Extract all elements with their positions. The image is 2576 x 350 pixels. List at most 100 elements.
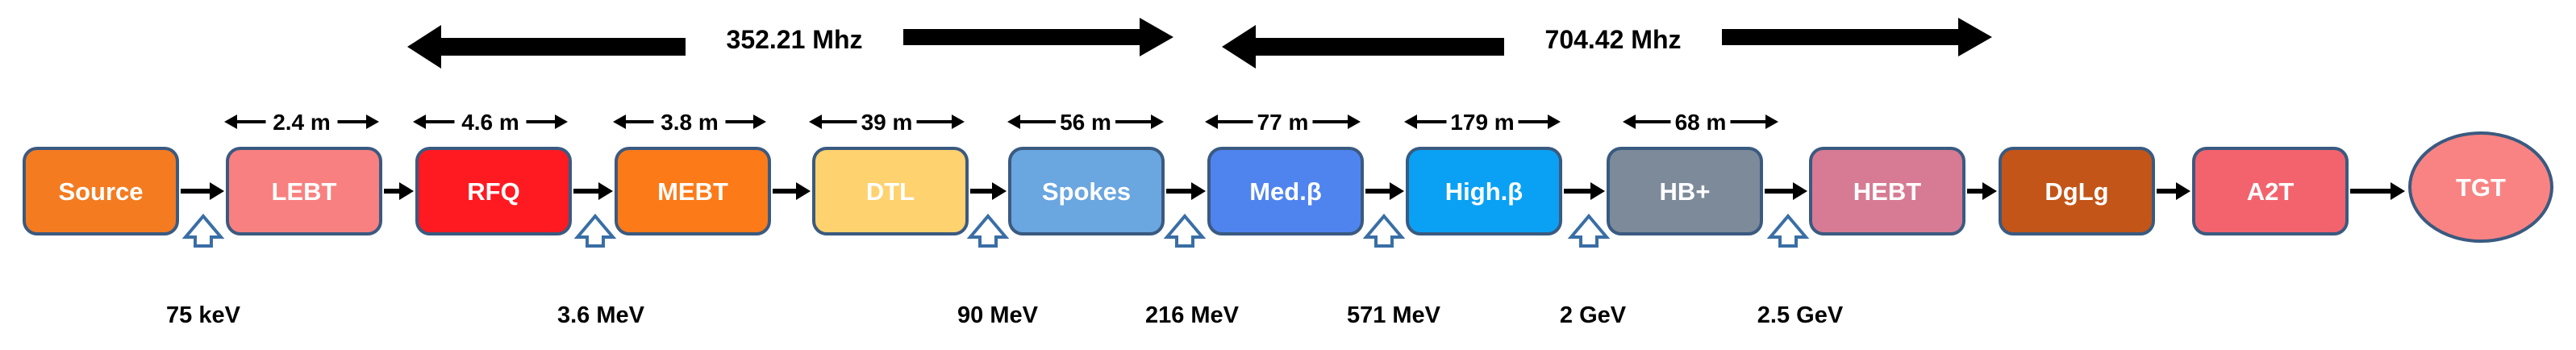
energy-label: 571 MeV — [1347, 302, 1441, 328]
block-shape — [1607, 147, 1763, 235]
length-label: 3.8 m — [661, 110, 719, 135]
connector-arrowhead — [1590, 182, 1605, 200]
block-shape — [1406, 147, 1562, 235]
block-label: Med.β — [1249, 177, 1322, 206]
connector-arrowhead — [1390, 182, 1404, 200]
frequency-label: 352.21 Mhz — [727, 25, 863, 54]
energy-label: 90 MeV — [957, 302, 1039, 328]
length-label: 56 m — [1060, 110, 1111, 135]
length-arrowhead-left — [413, 115, 426, 129]
energy-pointer-arrow — [966, 213, 1010, 248]
connector-arrowhead — [1793, 182, 1807, 200]
block-hebt: HEBT — [1809, 147, 1965, 235]
connector-arrowhead — [796, 182, 811, 200]
block-shape — [23, 147, 179, 235]
connector-arrowhead — [1191, 182, 1206, 200]
length-arrowhead-left — [1623, 115, 1636, 129]
block-high: High.β — [1406, 147, 1562, 235]
frequency-band-2: 704.42 Mhz — [1222, 18, 1992, 69]
frequency-arrow-right — [903, 18, 1173, 56]
block-rfq: RFQ — [415, 147, 572, 235]
length-3-8-m: 3.8 m — [613, 110, 766, 135]
length-arrowhead-left — [613, 115, 626, 129]
length-arrowhead-left — [1205, 115, 1218, 129]
block-shape — [1999, 147, 2155, 235]
length-label: 68 m — [1675, 110, 1727, 135]
energy-marker-75-kev: 75 keV — [166, 213, 241, 328]
connector-arrowhead — [992, 182, 1007, 200]
block-spokes: Spokes — [1008, 147, 1165, 235]
block-shape — [1008, 147, 1165, 235]
length-arrowhead-right — [753, 115, 766, 129]
energy-marker-216-mev: 216 MeV — [1145, 213, 1240, 328]
block-label: MEBT — [657, 177, 728, 206]
energy-marker-90-mev: 90 MeV — [957, 213, 1039, 328]
length-77-m: 77 m — [1205, 110, 1361, 135]
block-lebt: LEBT — [226, 147, 382, 235]
length-arrowhead-right — [366, 115, 379, 129]
block-shape — [1809, 147, 1965, 235]
frequency-band-1: 352.21 Mhz — [407, 18, 1173, 69]
energy-label: 75 keV — [166, 302, 241, 328]
frequency-arrow-left — [407, 25, 686, 69]
block-source: Source — [23, 147, 179, 235]
length-179-m: 179 m — [1404, 110, 1561, 135]
length-arrowhead-right — [1548, 115, 1561, 129]
length-label: 179 m — [1450, 110, 1514, 135]
energy-marker-2-5-gev: 2.5 GeV — [1757, 213, 1844, 328]
length-label: 77 m — [1257, 110, 1309, 135]
block-shape — [2408, 131, 2553, 243]
length-4-6-m: 4.6 m — [413, 110, 568, 135]
length-arrowhead-right — [1151, 115, 1164, 129]
energy-label: 3.6 MeV — [557, 302, 645, 328]
block-label: High.β — [1445, 177, 1523, 206]
connector-arrowhead — [2391, 182, 2405, 200]
block-label: DgLg — [2045, 177, 2108, 206]
length-56-m: 56 m — [1007, 110, 1164, 135]
frequency-arrow-left — [1222, 25, 1504, 69]
block-label: DTL — [866, 177, 915, 206]
energy-pointer-arrow — [573, 213, 617, 248]
length-label: 4.6 m — [461, 110, 519, 135]
energy-marker-3-6-mev: 3.6 MeV — [557, 213, 645, 328]
block-dtl: DTL — [812, 147, 969, 235]
energy-label: 2.5 GeV — [1757, 302, 1844, 328]
energy-pointer-arrow — [1766, 213, 1810, 248]
block-label: RFQ — [467, 177, 519, 206]
block-tgt: TGT — [2408, 131, 2553, 243]
block-label: HEBT — [1853, 177, 1921, 206]
length-arrowhead-right — [952, 115, 965, 129]
length-arrowhead-left — [1007, 115, 1020, 129]
block-label: LEBT — [272, 177, 337, 206]
block-med: Med.β — [1207, 147, 1364, 235]
length-68-m: 68 m — [1623, 110, 1778, 135]
block-shape — [812, 147, 969, 235]
block-shape — [226, 147, 382, 235]
length-label: 39 m — [861, 110, 913, 135]
energy-label: 2 GeV — [1560, 302, 1627, 328]
frequency-arrow-right — [1722, 18, 1992, 56]
length-arrowhead-right — [1765, 115, 1778, 129]
connector-arrowhead — [210, 182, 224, 200]
energy-label: 216 MeV — [1145, 302, 1240, 328]
connector-arrowhead — [2176, 182, 2190, 200]
connector-arrowhead — [598, 182, 613, 200]
block-shape — [415, 147, 572, 235]
energy-pointer-arrow — [181, 213, 225, 248]
block-hb: HB+ — [1607, 147, 1763, 235]
block-dglg: DgLg — [1999, 147, 2155, 235]
energy-pointer-arrow — [1567, 213, 1611, 248]
block-label: Source — [58, 177, 143, 206]
frequency-label: 704.42 Mhz — [1545, 25, 1682, 54]
length-arrowhead-left — [809, 115, 822, 129]
block-label: HB+ — [1660, 177, 1711, 206]
block-mebt: MEBT — [615, 147, 771, 235]
length-label: 2.4 m — [273, 110, 331, 135]
length-arrowhead-left — [224, 115, 237, 129]
length-arrowhead-right — [555, 115, 568, 129]
energy-marker-2-gev: 2 GeV — [1560, 213, 1627, 328]
energy-pointer-arrow — [1362, 213, 1406, 248]
length-39-m: 39 m — [809, 110, 965, 135]
